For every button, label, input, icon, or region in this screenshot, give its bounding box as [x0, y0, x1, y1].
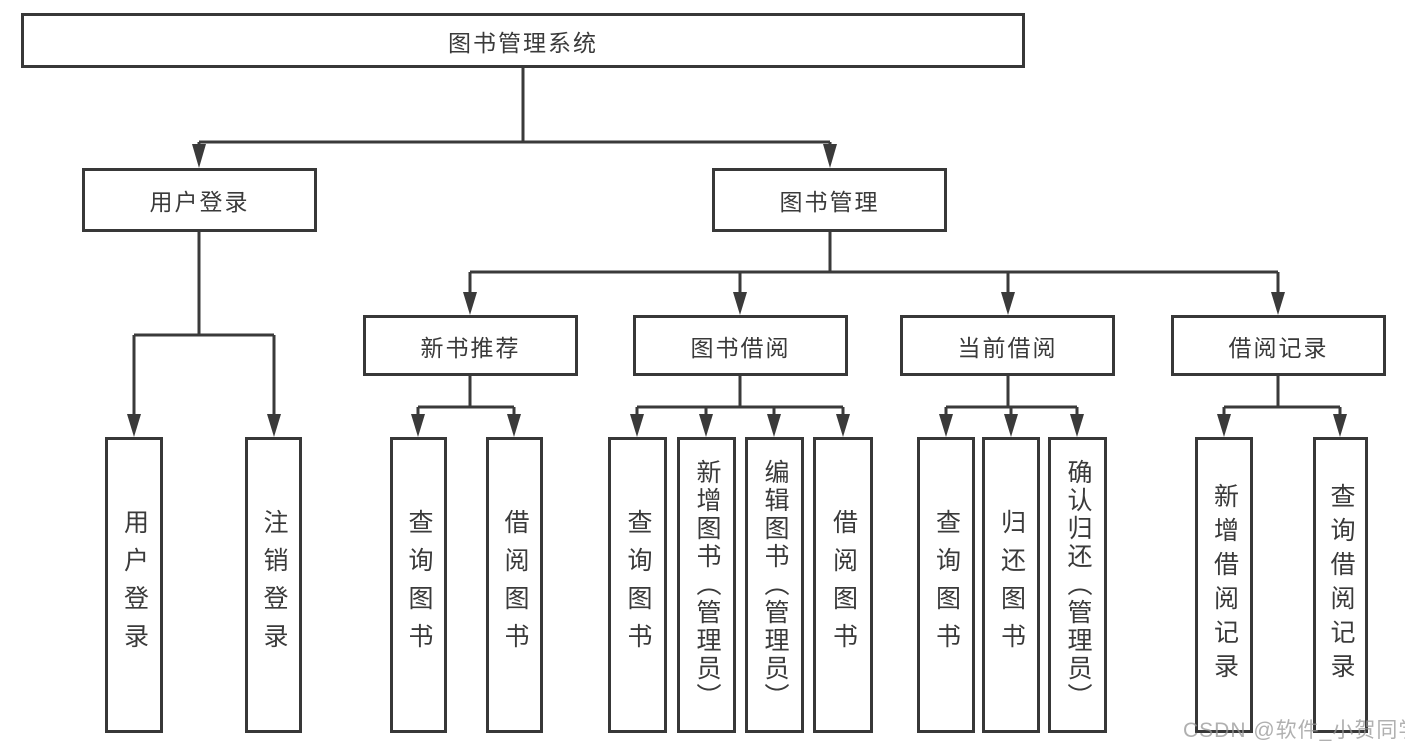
leaf-borrow-books-new-label: 借阅图书 — [501, 509, 529, 661]
leaf-add-book-admin-label: 新增图书（管理员） — [693, 459, 721, 711]
leaf-confirm-return-admin-label: 确认归还（管理员） — [1064, 459, 1092, 711]
leaf-add-borrow-record: 新增借阅记录 — [1195, 437, 1253, 733]
node-user-login: 用户登录 — [82, 168, 317, 232]
csdn-watermark: CSDN @软件_小贺同学 — [1183, 719, 1405, 742]
connector-current-borrow-to-leaves — [939, 376, 1084, 437]
leaf-query-books-borrow-label: 查询图书 — [624, 509, 652, 661]
node-borrow-records: 借阅记录 — [1171, 315, 1386, 376]
connector-borrow-records-to-leaves — [1217, 376, 1347, 437]
leaf-confirm-return-admin: 确认归还（管理员） — [1048, 437, 1107, 733]
node-book-borrow: 图书借阅 — [633, 315, 848, 376]
leaf-query-books-current: 查询图书 — [917, 437, 975, 733]
leaf-return-book-label: 归还图书 — [997, 509, 1026, 661]
leaf-query-borrow-record-label: 查询借阅记录 — [1327, 483, 1355, 687]
node-borrow-records-label: 借阅记录 — [1228, 334, 1329, 361]
node-root-library-system: 图书管理系统 — [21, 13, 1025, 68]
node-user-login-label: 用户登录 — [149, 189, 250, 215]
connector-book-borrow-to-leaves — [630, 376, 850, 437]
node-book-management-label: 图书管理 — [779, 189, 880, 215]
node-current-borrow: 当前借阅 — [900, 315, 1115, 376]
leaf-borrow-books-new: 借阅图书 — [486, 437, 543, 733]
node-book-borrow-label: 图书借阅 — [690, 334, 791, 361]
connector-user-login-to-leaves — [127, 232, 281, 437]
leaf-query-books-new-label: 查询图书 — [405, 509, 433, 661]
leaf-edit-book-admin-label: 编辑图书（管理员） — [761, 459, 789, 711]
connector-root-to-level2 — [192, 68, 837, 168]
node-current-borrow-label: 当前借阅 — [957, 334, 1058, 361]
node-book-management: 图书管理 — [712, 168, 947, 232]
leaf-query-books-new: 查询图书 — [390, 437, 447, 733]
node-root-label: 图书管理系统 — [448, 29, 598, 56]
connector-new-books-to-leaves — [411, 376, 521, 437]
leaf-logout: 注销登录 — [245, 437, 302, 733]
leaf-query-borrow-record: 查询借阅记录 — [1313, 437, 1368, 733]
node-new-book-recommend: 新书推荐 — [363, 315, 578, 376]
leaf-edit-book-admin: 编辑图书（管理员） — [745, 437, 804, 733]
leaf-add-borrow-record-label: 新增借阅记录 — [1210, 483, 1239, 687]
leaf-return-book: 归还图书 — [982, 437, 1040, 733]
node-new-book-recommend-label: 新书推荐 — [420, 334, 521, 361]
leaf-user-login-label: 用户登录 — [120, 509, 149, 661]
leaf-query-books-borrow: 查询图书 — [608, 437, 667, 733]
leaf-add-book-admin: 新增图书（管理员） — [677, 437, 736, 733]
leaf-borrow-books: 借阅图书 — [813, 437, 873, 733]
leaf-query-books-current-label: 查询图书 — [932, 509, 961, 661]
leaf-user-login: 用户登录 — [105, 437, 163, 733]
connector-book-management-to-level3 — [463, 232, 1285, 315]
leaf-logout-label: 注销登录 — [260, 509, 288, 661]
leaf-borrow-books-label: 借阅图书 — [829, 509, 858, 661]
